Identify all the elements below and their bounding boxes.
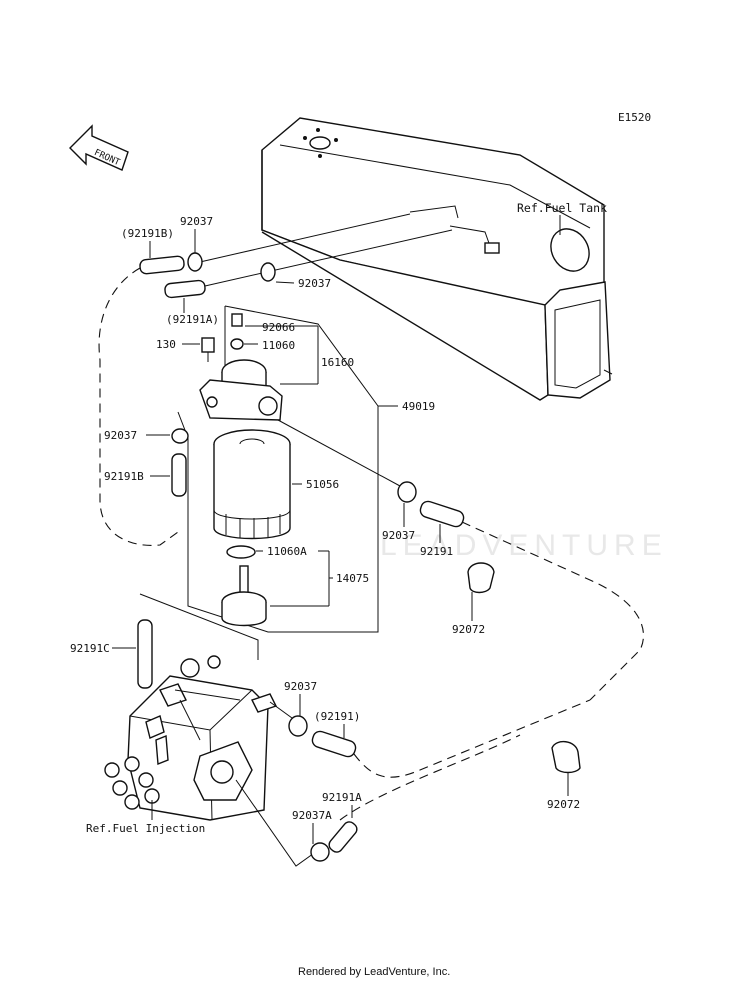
hose-92191c bbox=[137, 619, 153, 689]
clamp-92037-lower bbox=[288, 715, 308, 737]
label-92066: 92066 bbox=[262, 321, 295, 334]
hose-92191b bbox=[171, 453, 187, 497]
hose-92191 bbox=[419, 500, 465, 528]
clamp-92072-lower bbox=[551, 741, 581, 774]
hose-92191-lower bbox=[311, 730, 357, 758]
front-arrow-icon: FRONT bbox=[69, 124, 129, 171]
label-92191-paren: (92191) bbox=[314, 710, 360, 723]
label-51056: 51056 bbox=[306, 478, 339, 491]
label-92191c: 92191C bbox=[70, 642, 110, 655]
label-11060a: 11060A bbox=[267, 545, 307, 558]
clamp-92072-upper bbox=[467, 562, 495, 594]
clamp-92037-left bbox=[171, 428, 189, 444]
hose-92191a-top bbox=[164, 262, 276, 299]
label-92037-top: 92037 bbox=[180, 215, 213, 228]
filter-cartridge-51056 bbox=[213, 429, 291, 540]
filter-head-16160 bbox=[199, 359, 283, 421]
label-92037-lower: 92037 bbox=[284, 680, 317, 693]
label-92191a: 92191A bbox=[322, 791, 362, 804]
bolt-92066 bbox=[230, 313, 244, 350]
footer-credit: Rendered by LeadVenture, Inc. bbox=[298, 966, 450, 978]
label-92191b-paren: (92191B) bbox=[121, 227, 174, 240]
ref-fuel-tank-label: Ref.Fuel Tank bbox=[517, 201, 607, 215]
label-11060: 11060 bbox=[262, 339, 295, 352]
hose-92191b-top bbox=[139, 252, 203, 275]
fuel-injection-pump bbox=[104, 655, 277, 821]
label-14075: 14075 bbox=[336, 572, 369, 585]
label-92037-left: 92037 bbox=[104, 429, 137, 442]
label-92191: 92191 bbox=[420, 545, 453, 558]
clamp-92037a bbox=[310, 842, 330, 862]
ref-fuel-injection-label: Ref.Fuel Injection bbox=[86, 822, 205, 835]
label-92072-lower: 92072 bbox=[547, 798, 580, 811]
label-16160: 16160 bbox=[321, 356, 354, 369]
label-92191b: 92191B bbox=[104, 470, 144, 483]
diagram-code: E1520 bbox=[618, 111, 651, 124]
clamp-92037-mid bbox=[397, 481, 417, 503]
label-92037-clamp-2: 92037 bbox=[298, 277, 331, 290]
fuel-tank bbox=[261, 117, 613, 401]
label-130: 130 bbox=[156, 338, 176, 351]
hose-92191a-lower bbox=[328, 821, 358, 853]
drain-plug-14075 bbox=[221, 565, 267, 627]
label-92191a-paren: (92191A) bbox=[166, 313, 219, 326]
bolt-130 bbox=[201, 337, 215, 362]
label-92037-mid: 92037 bbox=[382, 529, 415, 542]
label-92072-upper: 92072 bbox=[452, 623, 485, 636]
label-49019: 49019 bbox=[402, 400, 435, 413]
label-92037a: 92037A bbox=[292, 809, 332, 822]
o-ring-11060a bbox=[226, 545, 256, 559]
watermark: LEADVENTURE bbox=[380, 529, 668, 562]
